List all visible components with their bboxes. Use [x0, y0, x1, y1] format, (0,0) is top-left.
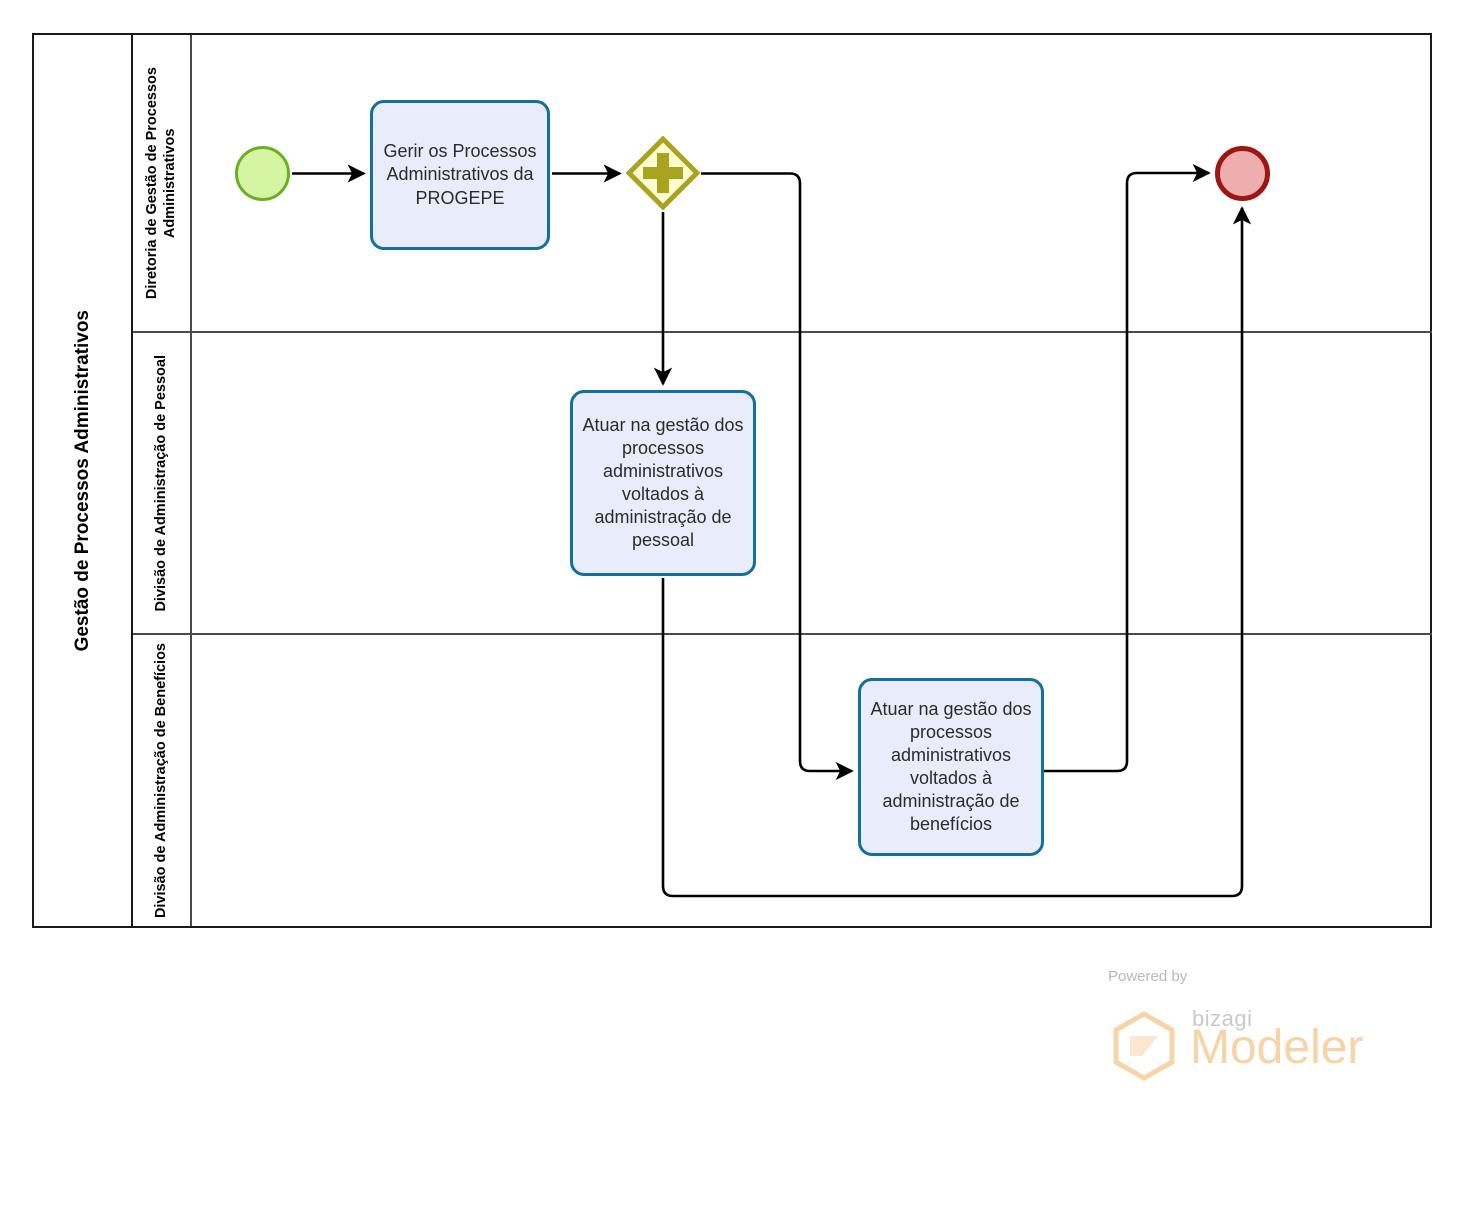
- task-gerir-os-processos-administrativos-da-progepe[interactable]: Gerir os Processos Administrativos da PR…: [370, 100, 550, 250]
- task-atuar-gestao-administracao-de-beneficios[interactable]: Atuar na gestão dos processos administra…: [858, 678, 1044, 856]
- pool-title: Gestão de Processos Administrativos: [71, 309, 93, 652]
- lane-divisao-de-administracao-de-pessoal[interactable]: Divisão de Administração de Pessoal: [133, 331, 1432, 633]
- lane-label-pessoal: Divisão de Administração de Pessoal: [153, 354, 170, 612]
- bizagi-watermark: Powered by bizagi Modeler: [1100, 968, 1370, 1081]
- task-label: Atuar na gestão dos processos administra…: [582, 414, 744, 551]
- task-label: Atuar na gestão dos processos administra…: [870, 698, 1032, 835]
- task-atuar-gestao-administracao-de-pessoal[interactable]: Atuar na gestão dos processos administra…: [570, 390, 756, 576]
- lane-header-beneficios: Divisão de Administração de Benefícios: [133, 635, 192, 926]
- lane-label-diretoria: Diretoria de Gestão de Processos Adminis…: [144, 66, 179, 300]
- bizagi-hexagon-logo-icon: [1113, 1011, 1175, 1081]
- task-label: Gerir os Processos Administrativos da PR…: [383, 141, 537, 208]
- gateway-plus-icon: [643, 153, 683, 193]
- bizagi-brand-label: bizagi: [1192, 1006, 1253, 1031]
- parallel-gateway[interactable]: [625, 135, 701, 211]
- powered-by-label: Powered by: [1108, 968, 1188, 985]
- start-event[interactable]: [235, 146, 290, 201]
- lane-body-pessoal: [192, 333, 1432, 633]
- end-event[interactable]: [1215, 146, 1270, 201]
- lane-diretoria-de-gestao-de-processos-administrativos[interactable]: Diretoria de Gestão de Processos Adminis…: [133, 35, 1432, 331]
- lane-header-pessoal: Divisão de Administração de Pessoal: [133, 333, 192, 633]
- modeler-product-label: Modeler: [1190, 1021, 1364, 1074]
- lane-label-beneficios: Divisão de Administração de Benefícios: [153, 642, 170, 919]
- lane-header-diretoria: Diretoria de Gestão de Processos Adminis…: [133, 35, 192, 331]
- pool-header: Gestão de Processos Administrativos: [34, 35, 133, 926]
- lane-divisao-de-administracao-de-beneficios[interactable]: Divisão de Administração de Benefícios: [133, 633, 1432, 926]
- lane-body-beneficios: [192, 635, 1432, 926]
